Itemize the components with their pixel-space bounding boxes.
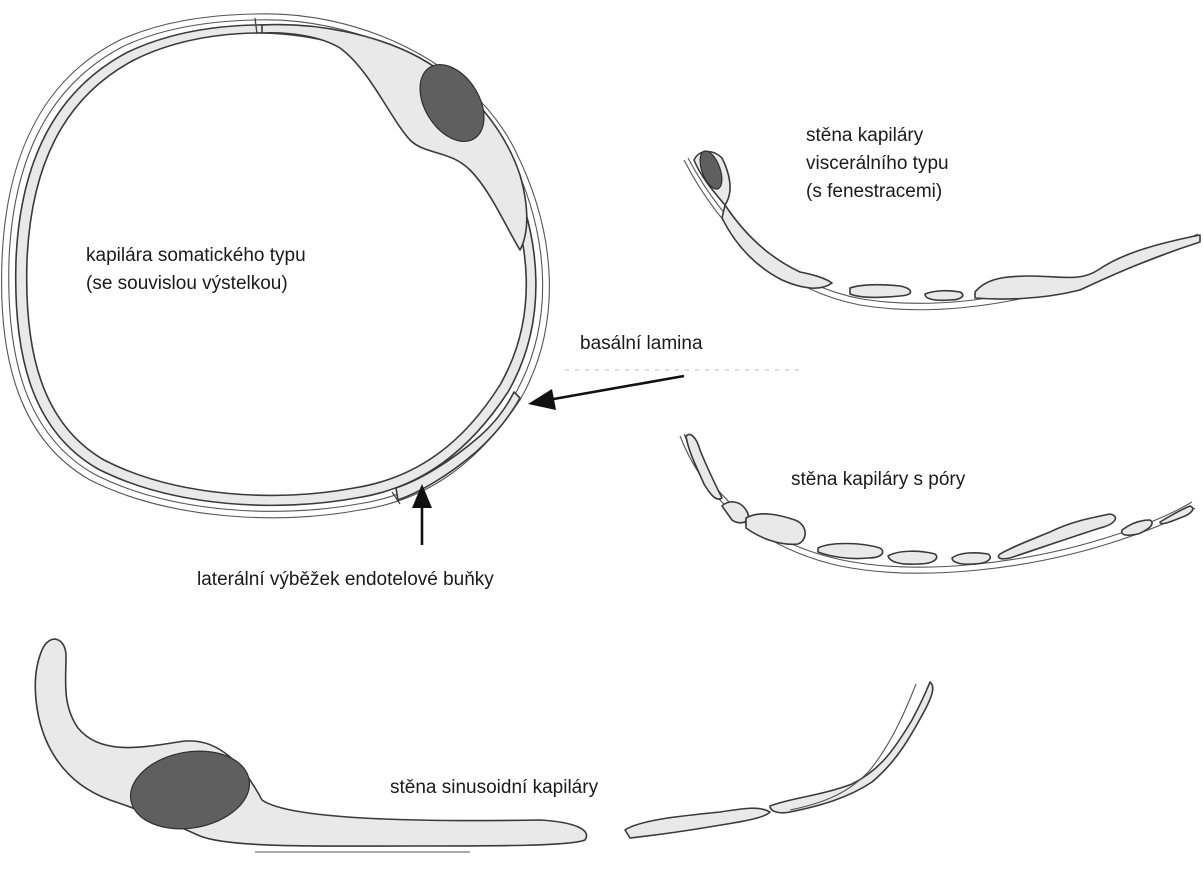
label-visceral-line-1: stěna kapiláry: [806, 122, 949, 150]
label-somatic-line-1: kapilára somatického typu: [86, 242, 306, 270]
label-somatic-line-2: (se souvislou výstelkou): [86, 270, 306, 298]
label-pores-text: stěna kapiláry s póry: [791, 466, 965, 494]
label-pores: stěna kapiláry s póry: [791, 466, 965, 494]
label-visceral-capillary: stěna kapiláry viscerálního typu (s fene…: [806, 122, 949, 206]
label-basal-lamina-text: basální lamina: [580, 330, 703, 358]
label-visceral-line-3: (s fenestracemi): [806, 178, 949, 206]
porous-wall: [680, 434, 1195, 573]
label-somatic-capillary: kapilára somatického typu (se souvislou …: [86, 242, 306, 298]
label-lateral-process-text: laterální výběžek endotelové buňky: [197, 566, 494, 594]
label-sinusoid: stěna sinusoidní kapiláry: [390, 774, 598, 802]
label-visceral-line-2: viscerálního typu: [806, 150, 949, 178]
label-lateral-process: laterální výběžek endotelové buňky: [197, 566, 494, 594]
sinusoid-endothelial-cell: [35, 639, 586, 846]
label-basal-lamina: basální lamina: [580, 330, 703, 358]
basal-lamina-arrow: [528, 376, 684, 410]
label-sinusoid-text: stěna sinusoidní kapiláry: [390, 774, 598, 802]
sinusoid-wall: [35, 639, 933, 852]
endothelial-cell-body: [262, 25, 527, 250]
